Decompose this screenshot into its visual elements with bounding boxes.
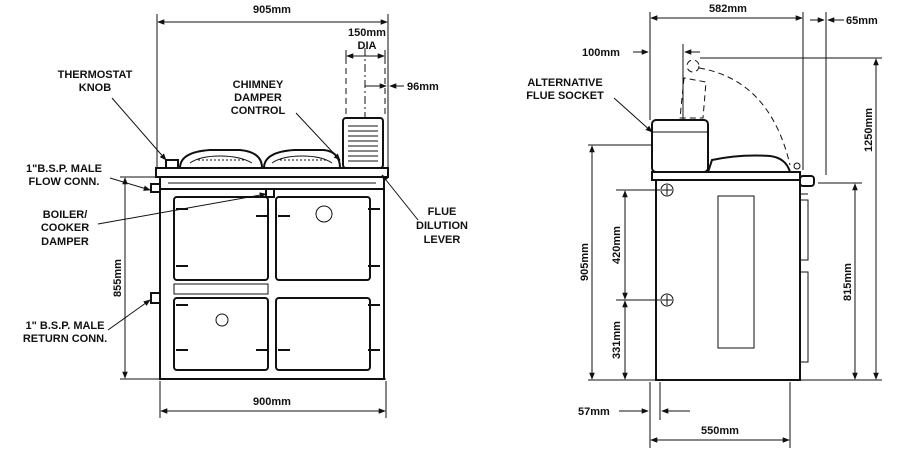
- front-height-dim: 815mm: [842, 263, 854, 301]
- door-handle-side-bottom: [799, 271, 809, 363]
- chimney-label-1: CHIMNEY: [233, 79, 284, 91]
- hotplate-lid-left: [178, 149, 264, 169]
- return-connection: [150, 292, 161, 304]
- thermostat-label-1: THERMOSTAT: [58, 69, 133, 81]
- overall-width-dim: 905mm: [253, 4, 291, 16]
- door-handle-side-top: [799, 199, 809, 261]
- boiler-panel: [173, 283, 269, 295]
- rear-clearance-dim: 65mm: [846, 15, 878, 27]
- boiler-damper-label-1: BOILER/: [43, 209, 88, 221]
- oven-thermometer: [315, 205, 333, 223]
- plinth-dim: 57mm: [578, 406, 610, 418]
- boiler-damper-label-3: DAMPER: [41, 236, 89, 248]
- front-view: 905mm 150mm DIA 96mm: [23, 4, 468, 418]
- flue-dia-value: 150mm: [348, 27, 386, 39]
- door-emblem: [215, 313, 229, 327]
- door-bottom-right: [275, 297, 371, 371]
- socket-offset-dim: 100mm: [582, 47, 620, 59]
- flue-dilution-label-1: FLUE: [428, 206, 457, 218]
- flue-pipe-outline: [345, 48, 386, 120]
- height-dim: 855mm: [112, 259, 124, 297]
- upper-section-dim: 420mm: [611, 226, 623, 264]
- alt-flue-label-1: ALTERNATIVE: [527, 77, 602, 89]
- base-width-dim: 900mm: [253, 396, 291, 408]
- door-top-right: [275, 196, 371, 281]
- flow-conn-label-2: FLOW CONN.: [29, 176, 100, 188]
- vent-top: [660, 183, 674, 197]
- flue-offset-dim: 96mm: [407, 81, 439, 93]
- side-view: 582mm 65mm 100mm: [526, 3, 882, 448]
- return-conn-label-2: RETURN CONN.: [23, 333, 107, 345]
- alt-flue-label-2: FLUE SOCKET: [526, 90, 604, 102]
- hotplate-lid-side: [706, 154, 792, 173]
- boiler-damper-knob: [265, 188, 275, 198]
- door-handles: [176, 208, 380, 351]
- flue-dia-unit: DIA: [358, 40, 377, 52]
- flue-dilution-label-3: LEVER: [424, 234, 461, 246]
- thermostat-knob: [165, 159, 179, 169]
- cooker-body-side: [651, 171, 801, 181]
- flue-dilution-box: [342, 117, 384, 169]
- depth-top-dim: 582mm: [709, 3, 747, 15]
- return-conn-label-1: 1" B.S.P. MALE: [26, 320, 105, 332]
- thermostat-label-2: KNOB: [79, 82, 111, 94]
- total-height-dim: 905mm: [579, 243, 591, 281]
- side-panel: [717, 195, 755, 349]
- vent-bottom: [660, 293, 674, 307]
- base-depth-dim: 550mm: [701, 425, 739, 437]
- flue-height-dim: 1250mm: [863, 108, 875, 152]
- door-bottom-left: [173, 297, 269, 371]
- flue-dilution-label-2: DILUTION: [416, 220, 468, 232]
- top-plate: [155, 167, 389, 178]
- flow-connection: [150, 183, 161, 193]
- front-rail-side: [799, 175, 815, 187]
- chimney-label-3: CONTROL: [231, 105, 286, 117]
- boiler-damper-label-2: COOKER: [41, 222, 89, 234]
- chimney-label-2: DAMPER: [234, 92, 282, 104]
- hotplate-lid-right: [262, 149, 342, 169]
- lower-section-dim: 331mm: [611, 321, 623, 359]
- door-top-left: [173, 196, 269, 281]
- cooker-body-main: [655, 179, 801, 381]
- flue-socket-box: [651, 119, 709, 173]
- flow-conn-label-1: 1"B.S.P. MALE: [26, 163, 102, 175]
